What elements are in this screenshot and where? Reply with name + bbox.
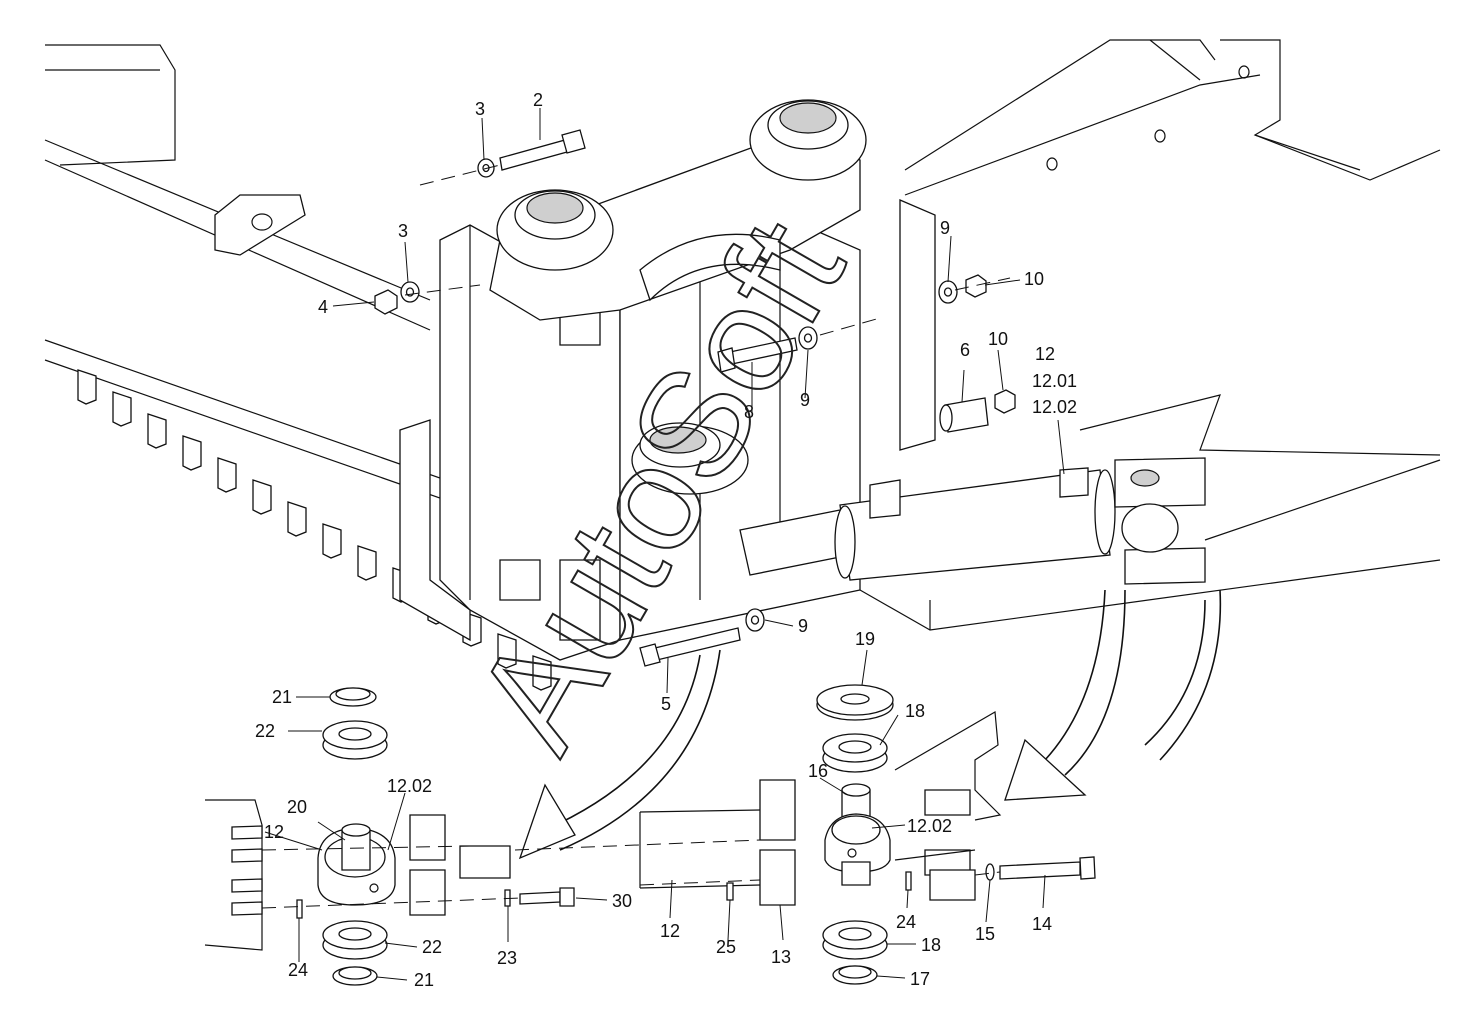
callout-17: 17 [910,969,930,989]
callout-12: 12 [264,822,284,842]
clip-24-left [296,899,303,919]
callout-12: 12 [660,921,680,941]
bolt-8 [717,337,798,373]
callout-30: 30 [612,891,632,911]
rod-end-clevis [859,394,1441,631]
callout-8: 8 [744,402,754,422]
left-beam [44,44,561,541]
assembly-axes-lower [261,839,1001,909]
callout-22: 22 [255,721,275,741]
rod-eye-right [824,813,891,886]
right-beam [904,39,1441,196]
clip-24-right [905,871,912,891]
callout-10: 10 [1024,269,1044,289]
bracket-left-detail [204,799,263,951]
cylinder-body-detail [639,809,761,889]
callout-16: 16 [808,761,828,781]
callout-20: 20 [287,797,307,817]
callout-4: 4 [318,297,328,317]
callout-9: 9 [798,616,808,636]
bushing-22-top-left [322,720,388,760]
callout-18: 18 [905,701,925,721]
assembly-axes-upper [404,164,1011,336]
washer-19 [816,684,894,721]
rod-eye-left [317,823,396,906]
callout-9: 9 [800,390,810,410]
callout-24: 24 [896,912,916,932]
nut-4 [374,289,398,315]
washer-9-lower [745,608,765,632]
callout-12-01: 12.01 [1032,371,1077,391]
callout-12-02: 12.02 [907,816,952,836]
hydraulic-cylinder [739,467,1116,581]
bolt-2 [499,129,586,171]
clevis-blocks-left [409,814,511,916]
bolt-5 [639,627,741,667]
callout-12: 12 [1035,344,1055,364]
callout-6: 6 [960,340,970,360]
bracket-right-detail [894,711,1002,901]
callout-21: 21 [272,687,292,707]
flow-arrows [518,589,1222,860]
callout-9: 9 [940,218,950,238]
callout-13: 13 [771,947,791,967]
nut-10-top [965,274,987,298]
leader-lines [264,108,1065,981]
lower-trunnion-cap [631,422,749,495]
callout-3: 3 [398,221,408,241]
callout-24: 24 [288,960,308,980]
pin-25 [726,882,734,901]
ring-21-bottom-left [332,966,378,986]
callout-25: 25 [716,937,736,957]
callout-14: 14 [1032,914,1052,934]
callout-3: 3 [475,99,485,119]
callout-22: 22 [422,937,442,957]
callout-2: 2 [533,90,543,110]
washer-9-mid [798,326,818,350]
bushing-18-top [822,733,888,773]
callout-23: 23 [497,948,517,968]
callout-19: 19 [855,629,875,649]
bushing-22-bottom-left [322,920,388,960]
nut-10-lower [994,389,1016,414]
washer-3-left [400,281,420,303]
clevis-blocks-right [759,779,796,906]
bolt-14 [999,856,1096,880]
pin-30 [519,887,575,907]
callout-21: 21 [414,970,434,990]
callout-labels: 2 3 3 4 9 10 6 10 12 12.01 12.02 8 9 9 5… [255,90,1077,990]
ring-17 [832,965,878,985]
callout-5: 5 [661,694,671,714]
washer-9-right [938,280,958,304]
callout-12-02: 12.02 [1032,397,1077,417]
ring-21-top-left [329,687,377,707]
washer-15 [985,863,995,881]
bushing-18-bottom [822,920,888,960]
upper-link-arm [489,99,867,321]
callout-10: 10 [988,329,1008,349]
callout-15: 15 [975,924,995,944]
callout-12-02: 12.02 [387,776,432,796]
callout-18: 18 [921,935,941,955]
spacer-6 [939,397,989,433]
